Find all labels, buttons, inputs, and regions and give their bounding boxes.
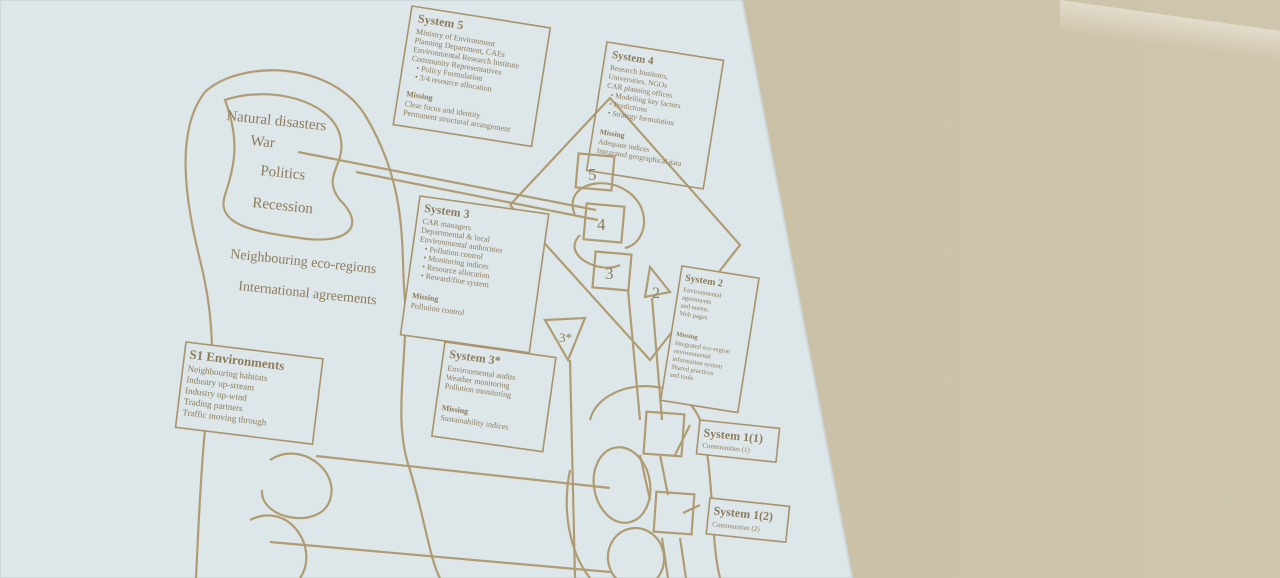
bubble-item: War	[250, 133, 276, 151]
system2-line: and norms.	[680, 302, 710, 313]
system1-2-box: System 1(2) Communities (2)	[705, 497, 791, 544]
system2-line: Web pages	[679, 310, 708, 321]
vsm-node-2-label: 2	[652, 285, 660, 302]
vsm-node-5-label: 5	[588, 165, 597, 184]
system3star-box: System 3* Environmental audits Weather m…	[430, 341, 557, 453]
bubble-item: Politics	[260, 163, 307, 184]
system3-box: System 3 CAR managers Departmental & loc…	[399, 195, 550, 354]
system4-missing-title: Missing	[599, 127, 625, 140]
system2-line: agreements	[681, 294, 712, 306]
system3star-missing-title: Missing	[441, 403, 469, 416]
system1-1-title: System 1(1)	[703, 425, 764, 445]
system1-2-title: System 1(2)	[713, 503, 774, 523]
vsm-node-4-label: 4	[597, 215, 606, 234]
system3-missing-title: Missing	[411, 291, 439, 304]
vsm-node-3-label: 3	[605, 264, 614, 283]
system1-1-box: System 1(1) Communities (1)	[695, 419, 781, 464]
diagram-lines	[184, 69, 742, 578]
system5-box: System 5 Ministry of Environment Plannin…	[392, 5, 552, 148]
system2-missing-title: Missing	[676, 331, 699, 341]
system2-box: System 2 Environmental agreements and no…	[659, 265, 760, 414]
s1-environments-box: S1 Environments Neighbouring habitats In…	[174, 341, 324, 446]
vsm-node-3star-label: 3*	[559, 330, 572, 345]
system3-title: System 3	[423, 201, 470, 221]
system2-missing-line: and tools	[669, 371, 694, 382]
system5-missing-title: Missing	[406, 89, 434, 102]
bubble-item: Recession	[252, 195, 315, 217]
